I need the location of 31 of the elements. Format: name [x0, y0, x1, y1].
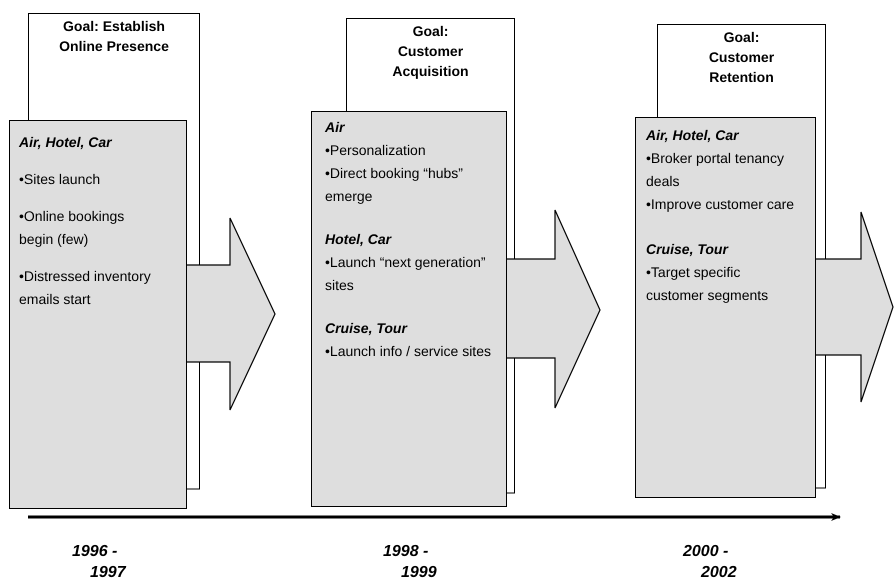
- bullet-text: •Online bookings begin (few): [19, 207, 126, 249]
- segment-heading: Cruise, Tour: [646, 240, 730, 259]
- bullet-text: •Distressed inventory emails start: [19, 267, 152, 309]
- bullet-text: •Launch info / service sites: [325, 342, 492, 361]
- bullet-text: •Target specific customer segments: [646, 263, 770, 305]
- segment-heading: Hotel, Car: [325, 230, 393, 249]
- bullet-text: •Sites launch: [19, 170, 102, 189]
- goal-text: Goal: Customer Acquisition: [391, 22, 470, 81]
- block-arrow: [506, 209, 601, 409]
- block-arrow: [186, 217, 276, 411]
- bullet-text: •Personalization: [325, 141, 427, 160]
- goal-text: Goal: Establish Online Presence: [58, 17, 170, 56]
- segment-heading: Air, Hotel, Car: [19, 133, 114, 152]
- block-arrow: [815, 211, 894, 403]
- bullet-text: •Launch “next generation” sites: [325, 253, 487, 295]
- phase-box: [635, 117, 816, 498]
- segment-heading: Cruise, Tour: [325, 319, 408, 338]
- phase-box: [311, 111, 507, 507]
- goal-box: [28, 13, 200, 121]
- goal-text: Goal: Customer Retention: [708, 28, 776, 87]
- phase-box: [9, 120, 187, 509]
- year-label: 1998 - 1999: [383, 542, 438, 578]
- year-label: 1996 - 1997: [72, 542, 128, 578]
- segment-heading: Air, Hotel, Car: [646, 126, 740, 145]
- bullet-text: •Improve customer care: [646, 195, 796, 214]
- goal-box: [346, 18, 515, 112]
- year-label: 2000 - 2002: [683, 542, 738, 578]
- segment-heading: Air: [325, 118, 346, 137]
- bullet-text: •Direct booking “hubs” emerge: [325, 164, 464, 206]
- bullet-text: •Broker portal tenancy deals: [646, 149, 785, 191]
- goal-box: [657, 24, 826, 118]
